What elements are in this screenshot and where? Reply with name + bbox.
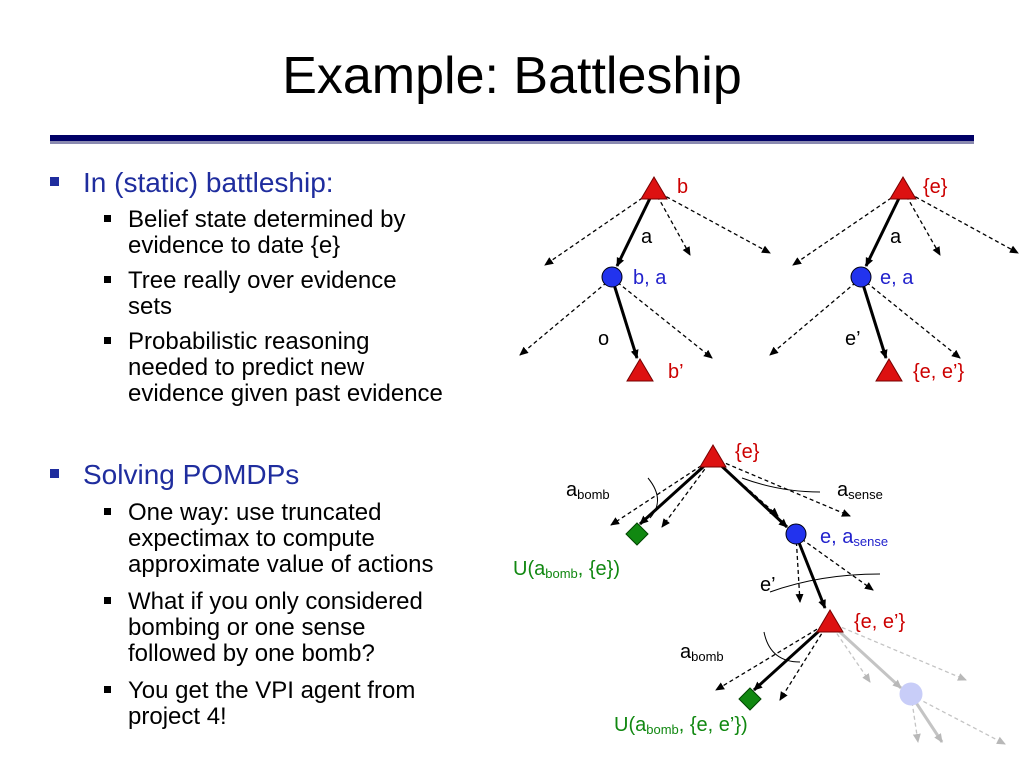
- tree-right: {e} a e, a e’ {e, e’}: [769, 176, 1019, 383]
- edge-label: e’: [760, 574, 776, 596]
- edge-label-sense: asense: [837, 479, 883, 502]
- node-label: e, a: [880, 267, 914, 289]
- edge-evidence: [859, 277, 888, 359]
- sub-bullet-text: Probabilistic reasoning needed to predic…: [128, 328, 443, 407]
- terminal-node-diamond-icon: [625, 522, 649, 546]
- sub-bullet-square-icon: [104, 686, 111, 693]
- node-label: b: [677, 176, 688, 198]
- sub-bullet-square-icon: [104, 276, 111, 283]
- sub-bullet-text: One way: use truncated expectimax to com…: [128, 499, 434, 578]
- faded-branch: [827, 620, 1006, 745]
- chance-node-triangle-icon: [640, 176, 668, 200]
- bullet-square-icon: [50, 177, 59, 186]
- action-arc: [647, 477, 658, 519]
- action-arc: [741, 477, 821, 493]
- max-node-circle-icon: [850, 266, 872, 288]
- sub-bullet-text: You get the VPI agent from project 4!: [128, 677, 416, 730]
- edge-label: o: [598, 328, 609, 350]
- chance-node-triangle-icon: [889, 176, 917, 200]
- edge-observation: [610, 277, 639, 359]
- chance-node-triangle-icon: [699, 444, 727, 468]
- edge-label-bomb: abomb: [566, 479, 610, 502]
- sub-bullet-text: What if you only considered bombing or o…: [128, 588, 423, 667]
- node-label: b’: [668, 361, 684, 383]
- chance-node-triangle-icon: [875, 358, 903, 382]
- sub-bullet-square-icon: [104, 215, 111, 222]
- chance-node-triangle-icon: [816, 609, 844, 633]
- tree-bottom: {e} abomb asense U(abomb, {e}) e, asense…: [513, 441, 1006, 745]
- edge-bomb: [638, 456, 715, 526]
- node-label: {e}: [735, 441, 760, 463]
- node-label: {e}: [923, 176, 948, 198]
- edge-bomb: [752, 620, 831, 692]
- utility-label: U(abomb, {e}): [513, 558, 620, 581]
- title-rule-shadow: [50, 141, 974, 144]
- sub-bullet-square-icon: [104, 597, 111, 604]
- sub-bullet-square-icon: [104, 337, 111, 344]
- title-rule-bar: [50, 135, 974, 141]
- slide-title: Example: Battleship: [282, 47, 742, 105]
- max-node-circle-icon: [601, 266, 623, 288]
- sub-bullet-square-icon: [104, 508, 111, 515]
- bullet-text: Solving POMDPs: [83, 459, 300, 490]
- max-node-circle-icon: [785, 523, 807, 545]
- edge-label: a: [641, 226, 653, 248]
- edge-sense: [711, 456, 789, 529]
- tree-left: b a b, a o b’: [519, 176, 771, 383]
- chance-node-triangle-icon: [626, 358, 654, 382]
- sub-bullet-text: Tree really over evidence sets: [128, 267, 397, 320]
- utility-label: U(abomb, {e, e’}): [614, 714, 748, 737]
- node-label: {e, e’}: [913, 361, 964, 383]
- bullet-square-icon: [50, 469, 59, 478]
- evidence-arc: [769, 573, 881, 593]
- node-label: {e, e’}: [854, 611, 905, 633]
- faded-max-node-circle-icon: [899, 682, 923, 706]
- edge-evidence: [794, 534, 827, 609]
- edge-label: a: [890, 226, 902, 248]
- sub-bullet-text: Belief state determined by evidence to d…: [128, 206, 406, 259]
- edge-action: [864, 189, 905, 267]
- edge-label: e’: [845, 328, 861, 350]
- title-rule: [50, 135, 974, 144]
- node-label: e, asense: [820, 526, 888, 549]
- edge-label-bomb: abomb: [680, 641, 724, 664]
- edge-action: [615, 189, 656, 267]
- action-arc: [763, 631, 801, 663]
- terminal-node-diamond-icon: [738, 687, 762, 711]
- bullet-text: In (static) battleship:: [83, 167, 334, 198]
- node-label: b, a: [633, 267, 667, 289]
